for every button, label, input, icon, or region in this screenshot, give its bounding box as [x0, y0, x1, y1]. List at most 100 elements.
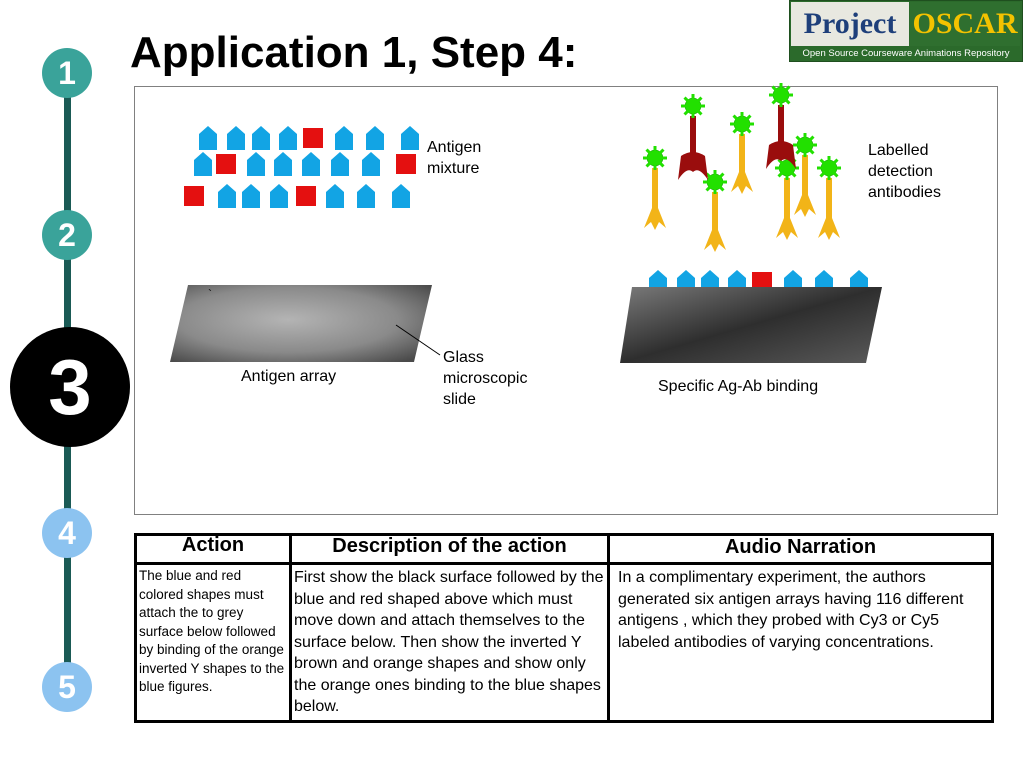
orange-antibody-arms: [704, 230, 726, 252]
label-ray: [819, 158, 826, 165]
blue-antigen: [274, 152, 292, 176]
orange-antibody-stem: [784, 178, 790, 218]
blue-antigen: [199, 126, 217, 150]
label-ray: [658, 161, 665, 168]
blue-antigen: [218, 184, 236, 208]
logo-word-project: Project: [791, 2, 909, 46]
label-ray: [718, 172, 725, 179]
binding-label: Specific Ag-Ab binding: [658, 378, 819, 395]
antigen-mixture-label: Antigen mixture: [427, 139, 482, 177]
label-ray: [795, 135, 802, 142]
orange-antibody-arms: [644, 208, 666, 230]
step-4-marker[interactable]: 4: [42, 508, 92, 558]
brown-antibody-arms: [766, 141, 796, 169]
label-ray: [808, 135, 815, 142]
label-ray: [832, 158, 839, 165]
step-2-marker[interactable]: 2: [42, 210, 92, 260]
labelled-antibodies: [643, 83, 841, 252]
cell-action: The blue and red colored shapes must att…: [134, 562, 292, 723]
label-ray: [732, 114, 739, 121]
blue-antigen: [392, 184, 410, 208]
step-1-marker[interactable]: 1: [42, 48, 92, 98]
orange-antibody-stem: [739, 134, 745, 172]
red-antigen: [396, 154, 416, 174]
header-action: Action: [134, 533, 292, 565]
orange-antibody-stem: [802, 155, 808, 195]
page-title: Application 1, Step 4:: [130, 28, 578, 77]
glass-slide: [170, 285, 432, 362]
label-ray: [771, 85, 778, 92]
orange-antibody-stem: [826, 178, 832, 218]
step-5-marker[interactable]: 5: [42, 662, 92, 712]
label-ray: [771, 98, 778, 105]
label-ray: [795, 148, 802, 155]
labelled-antibodies-label: Labelled detection antibodies: [868, 142, 941, 201]
label-ray: [696, 109, 703, 116]
orange-antibody-arms: [731, 172, 753, 194]
antigen-array-surface: [620, 287, 882, 363]
blue-antigen: [302, 152, 320, 176]
antigen-array-label: Antigen array: [241, 368, 337, 385]
label-ray: [790, 171, 797, 178]
orange-antibody-stem: [652, 168, 658, 208]
red-antigen: [303, 128, 323, 148]
red-antigen: [216, 154, 236, 174]
glass-slide-label: Glass microscopic slide: [443, 349, 528, 408]
blue-antigen: [247, 152, 265, 176]
label-ray: [808, 148, 815, 155]
header-audio-narration: Audio Narration: [607, 533, 994, 565]
label-ray: [718, 185, 725, 192]
logo-tagline: Open Source Courseware Animations Reposi…: [802, 48, 1010, 59]
blue-antigen: [362, 152, 380, 176]
brown-antibody-stem: [778, 105, 784, 145]
label-ray: [819, 171, 826, 178]
blue-antigen: [326, 184, 344, 208]
label-ray: [658, 148, 665, 155]
blue-antigen: [331, 152, 349, 176]
narration-table: Action Description of the action Audio N…: [134, 533, 994, 723]
label-ray: [784, 85, 791, 92]
header-description: Description of the action: [289, 533, 610, 565]
slide-mark: `: [208, 287, 212, 301]
blue-antigen: [335, 126, 353, 150]
orange-antibody-arms: [794, 195, 816, 217]
label-ray: [777, 171, 784, 178]
label-ray: [683, 109, 690, 116]
orange-antibody-stem: [712, 192, 718, 230]
blue-antigen: [366, 126, 384, 150]
label-ray: [745, 127, 752, 134]
blue-antigen: [252, 126, 270, 150]
logo-word-oscar: OSCAR: [910, 2, 1020, 46]
label-ray: [832, 171, 839, 178]
label-ray: [645, 161, 652, 168]
step-3-marker-current[interactable]: 3: [10, 327, 130, 447]
red-antigen: [296, 186, 316, 206]
project-oscar-logo: Project OSCAR Open Source Courseware Ani…: [789, 0, 1023, 62]
blue-antigen: [270, 184, 288, 208]
blue-antigen: [194, 152, 212, 176]
orange-antibody-arms: [776, 218, 798, 240]
label-ray: [696, 96, 703, 103]
blue-antigen: [242, 184, 260, 208]
blue-antigen: [227, 126, 245, 150]
orange-antibody-arms: [818, 218, 840, 240]
red-antigen: [184, 186, 204, 206]
label-ray: [732, 127, 739, 134]
cell-description: First show the black surface followed by…: [289, 562, 610, 723]
label-ray: [645, 148, 652, 155]
label-ray: [784, 98, 791, 105]
glass-slide-pointer: [395, 324, 441, 356]
antigen-mixture-shapes: [184, 126, 419, 208]
table-header-row: Action Description of the action Audio N…: [134, 533, 994, 565]
blue-antigen: [401, 126, 419, 150]
brown-antibody-arms: [678, 152, 708, 180]
table-row: The blue and red colored shapes must att…: [134, 562, 994, 723]
label-ray: [705, 185, 712, 192]
brown-antibody-stem: [690, 116, 696, 156]
cell-audio-narration: In a complimentary experiment, the autho…: [607, 562, 994, 723]
blue-antigen: [357, 184, 375, 208]
label-ray: [683, 96, 690, 103]
label-ray: [745, 114, 752, 121]
label-ray: [777, 158, 784, 165]
